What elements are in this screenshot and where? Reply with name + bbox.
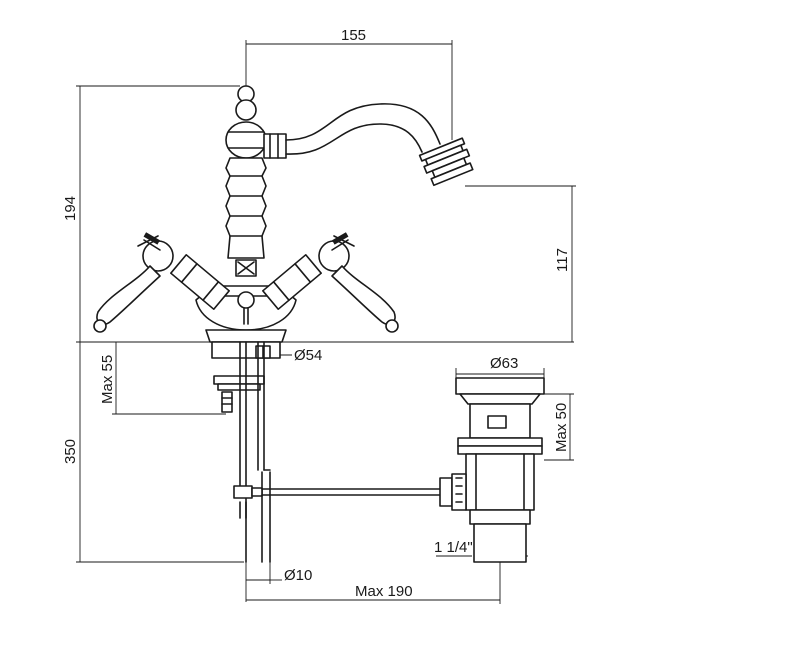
dimension-supply-pipe-diameter: Ø10 <box>284 567 312 584</box>
mixer-body <box>195 85 474 359</box>
dimension-spout-height: 117 <box>554 248 571 272</box>
dimension-drain-cap-diameter: Ø63 <box>490 355 518 372</box>
dimension-pop-up-reach-max: Max 190 <box>355 583 413 600</box>
below-deck-fittings <box>213 341 441 563</box>
left-cross-handle <box>93 232 230 333</box>
dimension-deck-thickness-max: Max 55 <box>99 355 116 404</box>
dimension-waste-thread: 1 1/4" <box>434 539 473 556</box>
right-cross-handle <box>262 232 399 333</box>
dimension-spout-reach: 155 <box>341 27 366 44</box>
dimension-total-height: 194 <box>62 196 79 221</box>
dimension-base-diameter: Ø54 <box>294 347 322 364</box>
dimension-below-deck-length: 350 <box>62 439 79 464</box>
pop-up-waste <box>439 377 545 563</box>
dimension-drain-height-max: Max 50 <box>553 403 570 452</box>
